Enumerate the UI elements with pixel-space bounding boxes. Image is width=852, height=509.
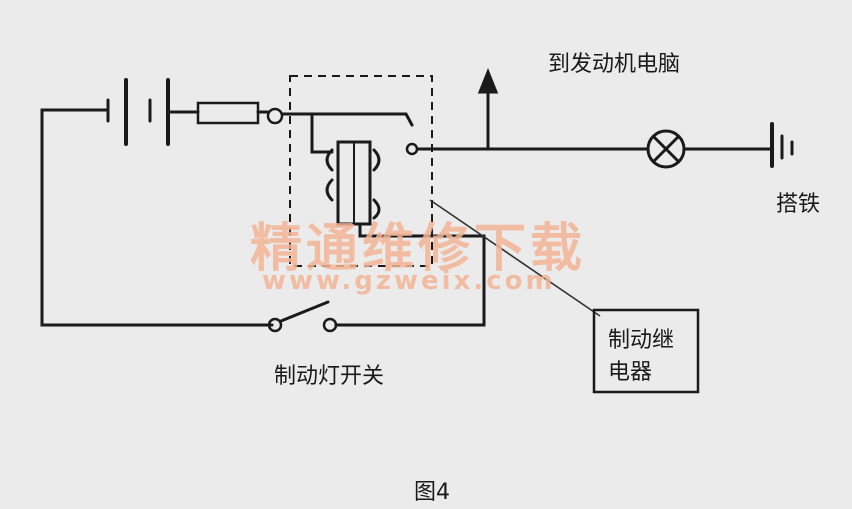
brake-switch-label: 制动灯开关 xyxy=(274,364,385,389)
ground-label: 搭铁 xyxy=(776,192,821,217)
relay-contact-line xyxy=(280,112,414,127)
fuse-symbol xyxy=(196,101,260,125)
main-wire xyxy=(40,108,274,327)
switch-terminal-left xyxy=(267,317,283,333)
arrow-up-icon xyxy=(477,67,499,94)
switch-blade xyxy=(279,300,330,323)
switch-terminal-right xyxy=(322,317,338,333)
terminal-1 xyxy=(266,107,284,125)
relay-boundary xyxy=(289,75,433,267)
relay-label-line2: 电器 xyxy=(608,360,653,385)
watermark-url: www.gzweix.com xyxy=(262,266,556,296)
ground-symbol xyxy=(770,122,794,168)
battery-symbol xyxy=(106,78,170,146)
relay-coil-winding xyxy=(325,148,381,220)
relay-terminal-out xyxy=(405,142,419,156)
ecu-label: 到发动机电脑 xyxy=(548,52,681,77)
relay-coil-feed xyxy=(310,114,334,154)
watermark-text: 精通维修下载 xyxy=(250,219,587,279)
brake-lamp-symbol xyxy=(646,129,686,169)
relay-label-line1: 制动继 xyxy=(608,328,675,353)
figure-caption: 图4 xyxy=(414,480,450,505)
relay-label-box xyxy=(592,308,700,394)
relay-leader-line xyxy=(429,199,601,317)
